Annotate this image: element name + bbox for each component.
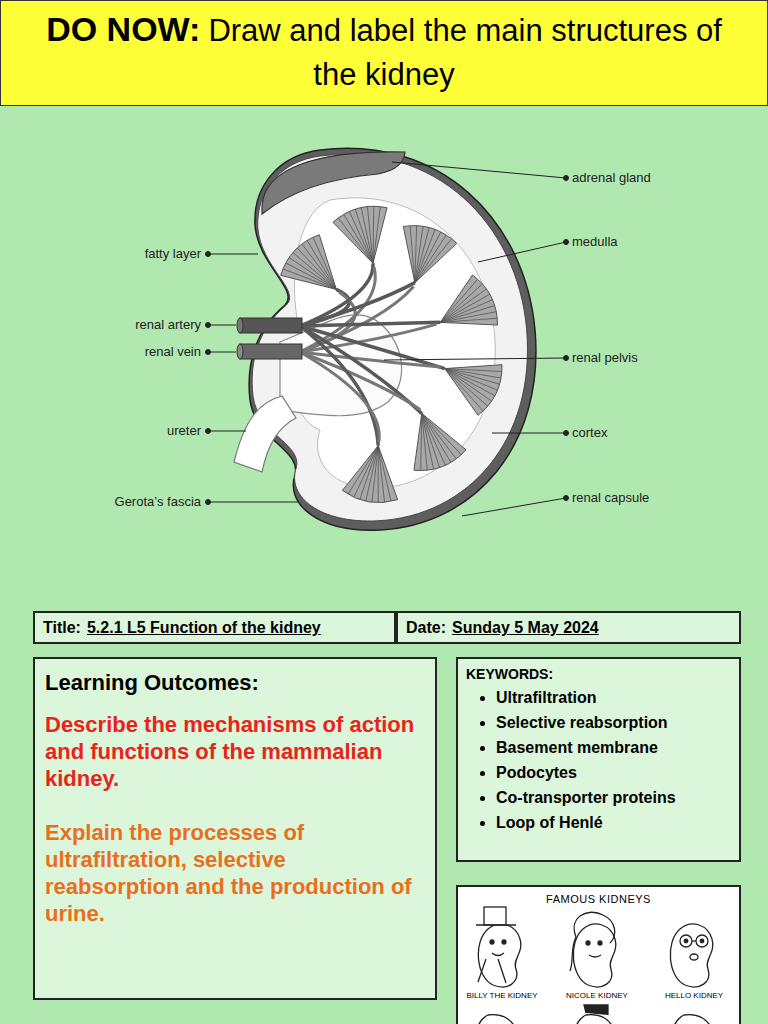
pyramid-striation — [283, 269, 336, 289]
pyramid-striation — [286, 263, 337, 289]
learning-outcomes-box: Learning Outcomes: Describe the mechanism… — [33, 657, 437, 1000]
artery-branch — [300, 326, 378, 446]
cartoon-caption: HELLO KIDNEY — [648, 991, 740, 1000]
keyword-item: Co-transporter proteins — [496, 785, 731, 810]
pyramid-striation — [440, 294, 490, 322]
ureter — [234, 396, 296, 472]
banner-heading: DO NOW: — [46, 10, 200, 48]
pyramid-striation — [422, 413, 456, 458]
part-label: adrenal gland — [572, 170, 651, 186]
part-label: cortex — [572, 425, 607, 441]
pyramid-striation — [297, 248, 336, 289]
date-cell: Date: Sunday 5 May 2024 — [396, 611, 741, 644]
medulla-pyramid — [342, 446, 397, 503]
pyramid-striation — [344, 214, 373, 263]
outcome-text: Describe the mechanisms of action and fu… — [45, 711, 425, 792]
pyramid-striation — [422, 413, 440, 467]
cartoon-kidneys — [458, 887, 741, 1024]
pyramid-striation — [422, 413, 462, 454]
pyramid-striation — [445, 369, 483, 411]
vein-branch — [300, 352, 420, 410]
artery-branch — [300, 326, 445, 369]
cartoon-heading: FAMOUS KIDNEYS — [458, 893, 739, 905]
pyramid-striation — [415, 226, 417, 283]
renal-artery-end — [237, 318, 243, 333]
pyramid-striation — [366, 446, 378, 502]
part-label: renal capsule — [572, 490, 649, 506]
part-label: Gerota’s fascia — [115, 494, 201, 510]
cartoon-caption: BILLY THE KIDNEY — [456, 991, 548, 1000]
keyword-item: Basement membrane — [496, 735, 731, 760]
keywords-box: KEYWORDS: UltrafiltrationSelective reabso… — [456, 657, 741, 862]
pyramid-striation — [355, 209, 373, 263]
do-now-banner: DO NOW:Draw and label the main structure… — [0, 0, 768, 106]
pyramid-striation — [445, 369, 501, 378]
adrenal-gland — [262, 152, 405, 214]
part-label: ureter — [167, 423, 201, 439]
keyword-item: Podocytes — [496, 760, 731, 785]
medulla-pyramid — [414, 413, 466, 470]
outcomes-heading: Learning Outcomes: — [45, 669, 425, 697]
famous-kidneys-box: FAMOUS KIDNEYS BILLY THE KIDNEYNICOLE KID… — [456, 885, 741, 1024]
part-label: renal pelvis — [572, 350, 638, 366]
pyramid-striation — [445, 369, 498, 391]
cortex — [252, 154, 527, 521]
pyramid-striation — [289, 257, 336, 289]
field-label: Title: — [43, 619, 81, 636]
pyramid-striation — [354, 446, 378, 498]
pyramid-striation — [338, 218, 373, 263]
part-label: renal artery — [135, 317, 201, 333]
pyramid-striation — [378, 446, 379, 503]
vein-branch — [300, 352, 379, 442]
pyramid-striation — [421, 413, 422, 470]
pyramid-striation — [440, 279, 477, 322]
renal-artery — [240, 318, 302, 333]
pyramid-striation — [440, 306, 494, 323]
part-label: medulla — [572, 234, 618, 250]
medulla-pyramid — [445, 365, 502, 416]
pyramid-striation — [422, 413, 451, 462]
medulla-pyramid — [403, 226, 456, 283]
pyramid-striation — [378, 446, 391, 502]
pyramid-striation — [440, 284, 482, 322]
medulla-pyramid — [281, 235, 337, 290]
pyramid-striation — [361, 208, 373, 264]
lesson-date: Sunday 5 May 2024 — [452, 619, 599, 636]
medulla-pyramid — [333, 206, 387, 263]
pyramid-striation — [410, 226, 415, 283]
outcome-text: Explain the processes of ultrafiltration… — [45, 819, 425, 927]
cartoon-caption: NICOLE KIDNEY — [551, 991, 643, 1000]
pyramid-striation — [372, 206, 374, 263]
keyword-item: Ultrafiltration — [496, 685, 731, 710]
banner-instruction: Draw and label the main structures of th… — [208, 13, 721, 92]
pyramid-striation — [445, 369, 488, 407]
leader-lines — [206, 162, 569, 516]
artery-branch — [300, 322, 440, 326]
renal-capsule — [249, 148, 536, 530]
pyramid-striation — [415, 229, 435, 282]
part-label: fatty layer — [145, 246, 201, 262]
keyword-item: Selective reabsorption — [496, 710, 731, 735]
part-label: renal vein — [145, 344, 201, 360]
renal-vein — [240, 344, 302, 359]
title-cell: Title: 5.2.1 L5 Function of the kidney — [33, 611, 396, 644]
vein-branch — [300, 267, 375, 352]
keywords-heading: KEYWORDS: — [466, 665, 731, 683]
pyramid-striation — [440, 289, 486, 322]
keyword-item: Loop of Henlé — [496, 810, 731, 835]
field-label: Date: — [406, 619, 446, 636]
pyramid-striation — [293, 253, 336, 290]
pyramid-striation — [445, 369, 502, 372]
artery-branch — [300, 326, 422, 413]
renal-vein-end — [237, 344, 243, 359]
pyramid-striation — [415, 226, 423, 282]
medulla-pyramid — [440, 275, 497, 325]
artery-branch — [300, 283, 415, 326]
pyramid-striation — [372, 446, 378, 503]
pyramid-striation — [378, 446, 384, 503]
lesson-title: 5.2.1 L5 Function of the kidney — [87, 619, 321, 636]
pyramid-striation — [373, 207, 380, 264]
